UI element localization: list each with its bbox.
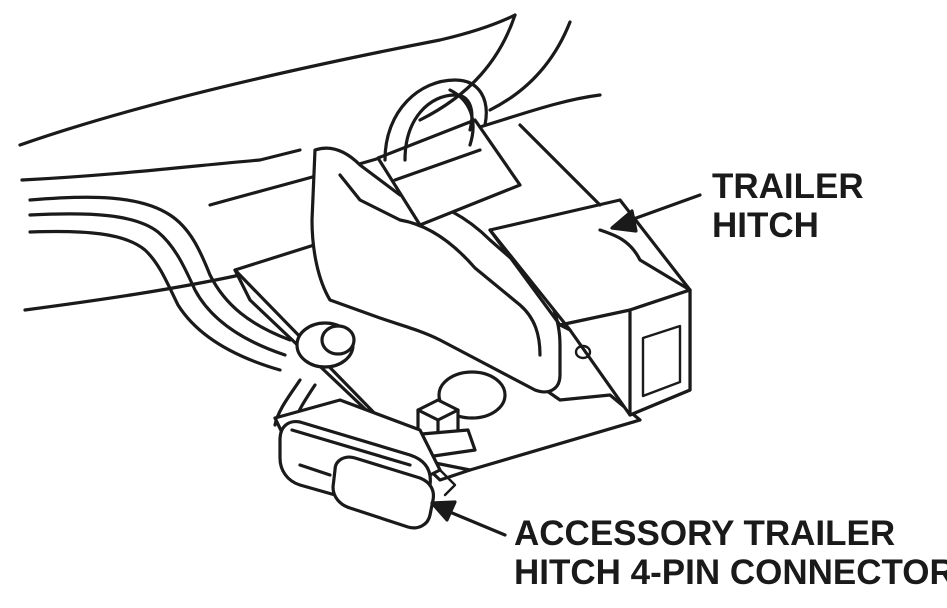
harness-grommet: [295, 321, 356, 369]
trailer-hitch-label-line2: HITCH: [712, 206, 819, 245]
trailer-hitch-arrow: [623, 193, 702, 224]
receiver-tube: [488, 123, 692, 417]
connector-arrow: [443, 508, 507, 537]
four-pin-connector: [273, 398, 457, 530]
connector-label-line1: ACCESSORY TRAILER: [514, 514, 895, 553]
connector-label-line2: HITCH 4-PIN CONNECTOR: [514, 553, 947, 592]
hitch-body: [310, 118, 562, 394]
label-arrows: [430, 193, 702, 537]
trailer-hitch-label-line1: TRAILER: [712, 167, 864, 206]
safety-chain-loop: [383, 78, 488, 162]
